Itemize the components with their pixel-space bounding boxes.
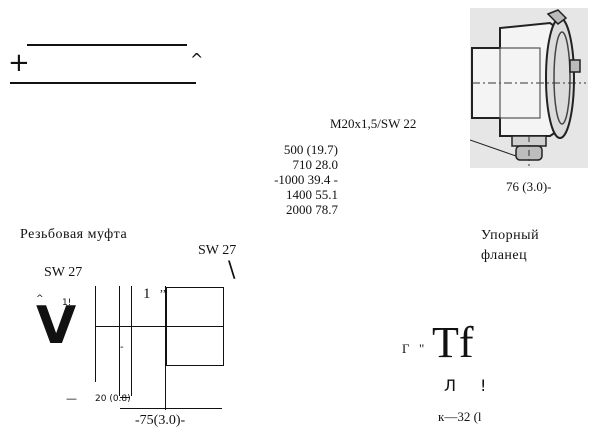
coupling-vertical-2 xyxy=(119,286,120,396)
thread-spec-label: M20x1,5/SW 22 xyxy=(330,116,417,131)
g-mark: Г xyxy=(402,341,410,356)
coupling-box xyxy=(166,287,224,366)
bottom-line xyxy=(10,82,196,84)
coupling-vertical-3 xyxy=(131,286,132,396)
caret-symbol: ^ xyxy=(190,50,204,69)
quote-mark: ,, xyxy=(160,280,166,294)
flange-label: Упорный фланец xyxy=(481,226,539,266)
coupling-horizontal xyxy=(95,326,223,327)
coupling-short-tick xyxy=(120,397,130,398)
length-row: 1400 55.1 xyxy=(286,187,338,202)
tick-mark-b: 1! xyxy=(62,298,72,308)
length-row: 710 28.0 xyxy=(292,157,339,172)
dimension-20: 20 (0.8) xyxy=(95,394,131,404)
dimension-75: -75(3.0)- xyxy=(135,413,186,428)
tick-mark-a: ^ xyxy=(36,294,44,304)
leader-backslash: \ xyxy=(228,258,236,283)
length-table: 500 (19.7) 710 28.0 -1000 39.4 - 1400 55… xyxy=(238,142,338,217)
big-v-glyph: V xyxy=(36,296,77,356)
flange-label-line1: Упорный xyxy=(481,228,540,243)
device-photo xyxy=(469,8,588,168)
l-mark: Л xyxy=(444,376,457,395)
length-row: 500 (19.7) xyxy=(283,142,338,157)
quote-symbol: " xyxy=(419,341,425,356)
coupling-dim-bottom xyxy=(120,408,222,409)
coupling-dim-vertical xyxy=(165,286,166,410)
k32-mark: к—32 (l xyxy=(438,409,482,424)
long-dash: — xyxy=(66,392,77,405)
exclamation-mark: ! xyxy=(480,376,487,395)
flange-label-line2: фланец xyxy=(481,248,528,263)
dash-mark: - xyxy=(120,342,124,353)
length-row: -1000 39.4 - xyxy=(274,172,338,187)
tf-glyph: Tf xyxy=(432,318,474,367)
top-line xyxy=(27,44,187,46)
flange-dimension: 76 (3.0)- xyxy=(506,179,552,194)
coupling-label: Резьбовая муфта xyxy=(20,227,128,242)
plus-symbol: + xyxy=(8,48,30,78)
sw-left-label: SW 27 xyxy=(44,265,83,280)
length-row: 2000 78.7 xyxy=(286,202,338,217)
device-photo-drawing xyxy=(469,8,588,168)
coupling-vertical-1 xyxy=(95,286,96,382)
sw-top-label: SW 27 xyxy=(198,243,237,258)
one-mark: 1 xyxy=(143,286,151,302)
